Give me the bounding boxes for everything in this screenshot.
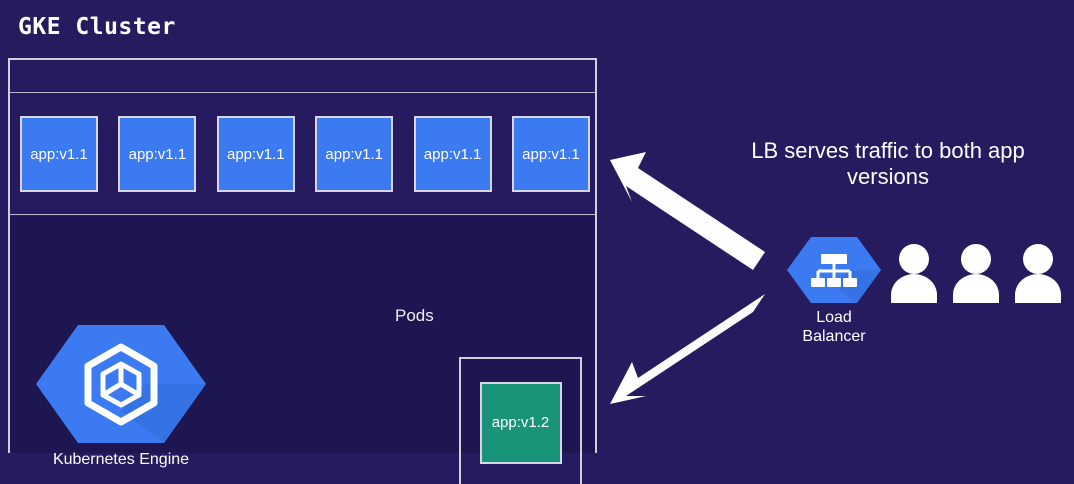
pod-app-v1-1[interactable]: app:v1.1 [20,116,98,192]
load-balancer-group: Load Balancer [786,236,882,358]
pod-app-v1-2[interactable]: app:v1.2 [479,381,562,464]
kubernetes-engine-hexagon-icon [36,325,206,443]
user-icon-1 [891,244,937,303]
pod-row-v1-1: app:v1.1 app:v1.1 app:v1.1 app:v1.1 app:… [20,115,590,193]
pod-app-v1-1[interactable]: app:v1.1 [315,116,394,192]
pods-label: Pods [395,306,434,325]
load-balancer-label-line2: Balancer [802,328,866,346]
user-icon-3 [1015,244,1061,303]
lb-caption-line2: versions [847,163,929,189]
gke-cluster-box: app:v1.1 app:v1.1 app:v1.1 app:v1.1 app:… [8,58,597,484]
pod-app-v1-1[interactable]: app:v1.1 [216,116,295,192]
pod-app-v1-1[interactable]: app:v1.1 [118,116,197,192]
load-balancer-hexagon-icon [787,237,881,303]
user-icon-2 [953,244,999,303]
cluster-divider-top [10,92,595,93]
arrow-lb-to-v1-2 [610,294,765,404]
users-group [890,243,1062,305]
pod-container-v1-2: app:v1.2 [459,357,582,484]
pod-app-v1-1[interactable]: app:v1.1 [413,116,492,192]
pod-app-v1-1[interactable]: app:v1.1 [511,116,590,192]
load-balancer-label: Load Balancer [780,308,888,346]
load-balancer-label-line1: Load [816,309,852,326]
kubernetes-engine-logo-group: Kubernetes Engine [35,323,210,478]
lb-caption: LB serves traffic to both app versions [712,138,1064,190]
lb-caption-line1: LB serves traffic to both app [751,138,1025,163]
kubernetes-engine-label: Kubernetes Engine [52,451,190,468]
page-title: GKE Cluster [18,14,176,40]
cluster-divider-bottom [10,214,595,215]
arrow-lb-to-v1-1 [610,152,765,270]
